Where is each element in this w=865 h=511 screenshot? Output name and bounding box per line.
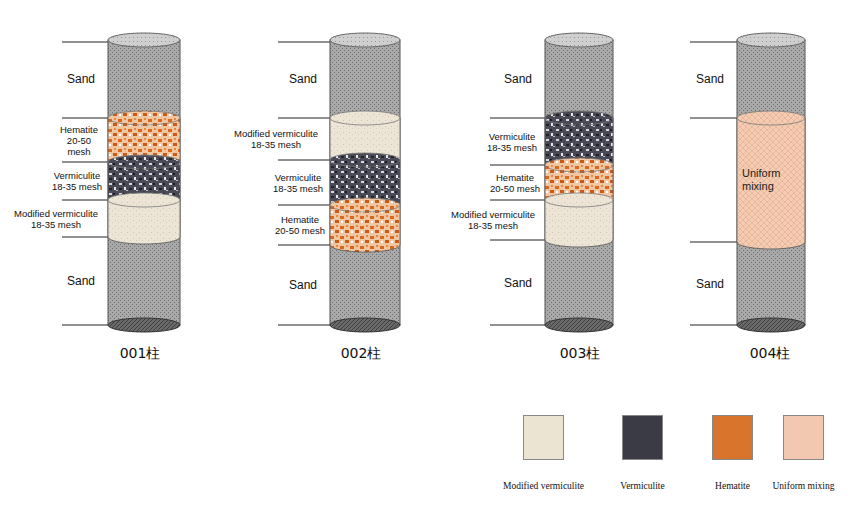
media-layer: Modified vermiculite 18-35 mesh (108, 200, 180, 237)
sand-layer: Sand (330, 40, 400, 118)
media-layer: Uniform mixing (737, 118, 805, 242)
sand-label: Sand (696, 277, 724, 291)
layer-label: Vermiculite 18-35 mesh (270, 172, 326, 194)
column-caption: 003柱 (560, 345, 601, 363)
layer-label: Modified vermiculite 18-35 mesh (8, 208, 104, 230)
layer-label: Modified vermiculite 18-35 mesh (226, 128, 326, 150)
layer-fill (330, 205, 400, 245)
sand-layer: Sand (330, 245, 400, 325)
sand-label: Sand (289, 72, 317, 86)
legend-item: Hematite (712, 415, 753, 460)
legend-swatch (783, 415, 824, 460)
sand-layer: Sand (108, 237, 180, 325)
legend-text: Hematite (715, 481, 750, 491)
layer-label: Hematite 20-50 mesh (274, 214, 326, 236)
layer-label: Hematite 20-50 mesh (54, 124, 104, 157)
sand-label: Sand (504, 72, 532, 86)
sand-label: Sand (696, 72, 724, 86)
column-caption: 002柱 (341, 345, 382, 363)
legend-text: Vermiculite (620, 481, 664, 491)
sand-label: Sand (67, 274, 95, 288)
sand-layer: Sand (737, 242, 805, 325)
legend-text: Uniform mixing (773, 481, 835, 491)
column-caption: 004柱 (750, 345, 791, 363)
column-caption: 001柱 (120, 345, 161, 363)
layer-label: Modified vermiculite 18-35 mesh (445, 209, 541, 231)
column-cylinder: 002柱SandModified vermiculite 18-35 meshV… (330, 40, 400, 325)
layer-label: Vermiculite 18-35 mesh (50, 170, 104, 192)
media-layer: Hematite 20-50 mesh (330, 205, 400, 245)
sand-layer: Sand (737, 40, 805, 118)
legend-swatch (622, 415, 663, 460)
legend-swatch (712, 415, 753, 460)
legend-item: Vermiculite (622, 415, 663, 460)
legend-swatch (523, 415, 564, 460)
column-cylinder: 004柱SandUniform mixingSand (737, 40, 805, 325)
sand-layer: Sand (545, 240, 613, 325)
media-layer: Modified vermiculite 18-35 mesh (545, 200, 613, 240)
layer-label: Hematite 20-50 mesh (489, 172, 541, 194)
layer-fill (108, 200, 180, 237)
sand-layer: Sand (545, 40, 613, 118)
layer-label: Vermiculite 18-35 mesh (483, 131, 541, 153)
legend-item: Uniform mixing (783, 415, 824, 460)
column-cylinder: 003柱SandVermiculite 18-35 meshHematite 2… (545, 40, 613, 325)
sand-label: Sand (67, 72, 95, 86)
legend-text: Modified vermiculite (503, 481, 584, 491)
legend-item: Modified vermiculite (523, 415, 564, 460)
sand-label: Sand (504, 276, 532, 290)
sand-label: Sand (289, 278, 317, 292)
column-cylinder: 001柱SandHematite 20-50 meshVermiculite 1… (108, 40, 180, 325)
layer-fill (545, 200, 613, 240)
layer-label: Uniform mixing (742, 167, 798, 193)
sand-layer: Sand (108, 40, 180, 118)
